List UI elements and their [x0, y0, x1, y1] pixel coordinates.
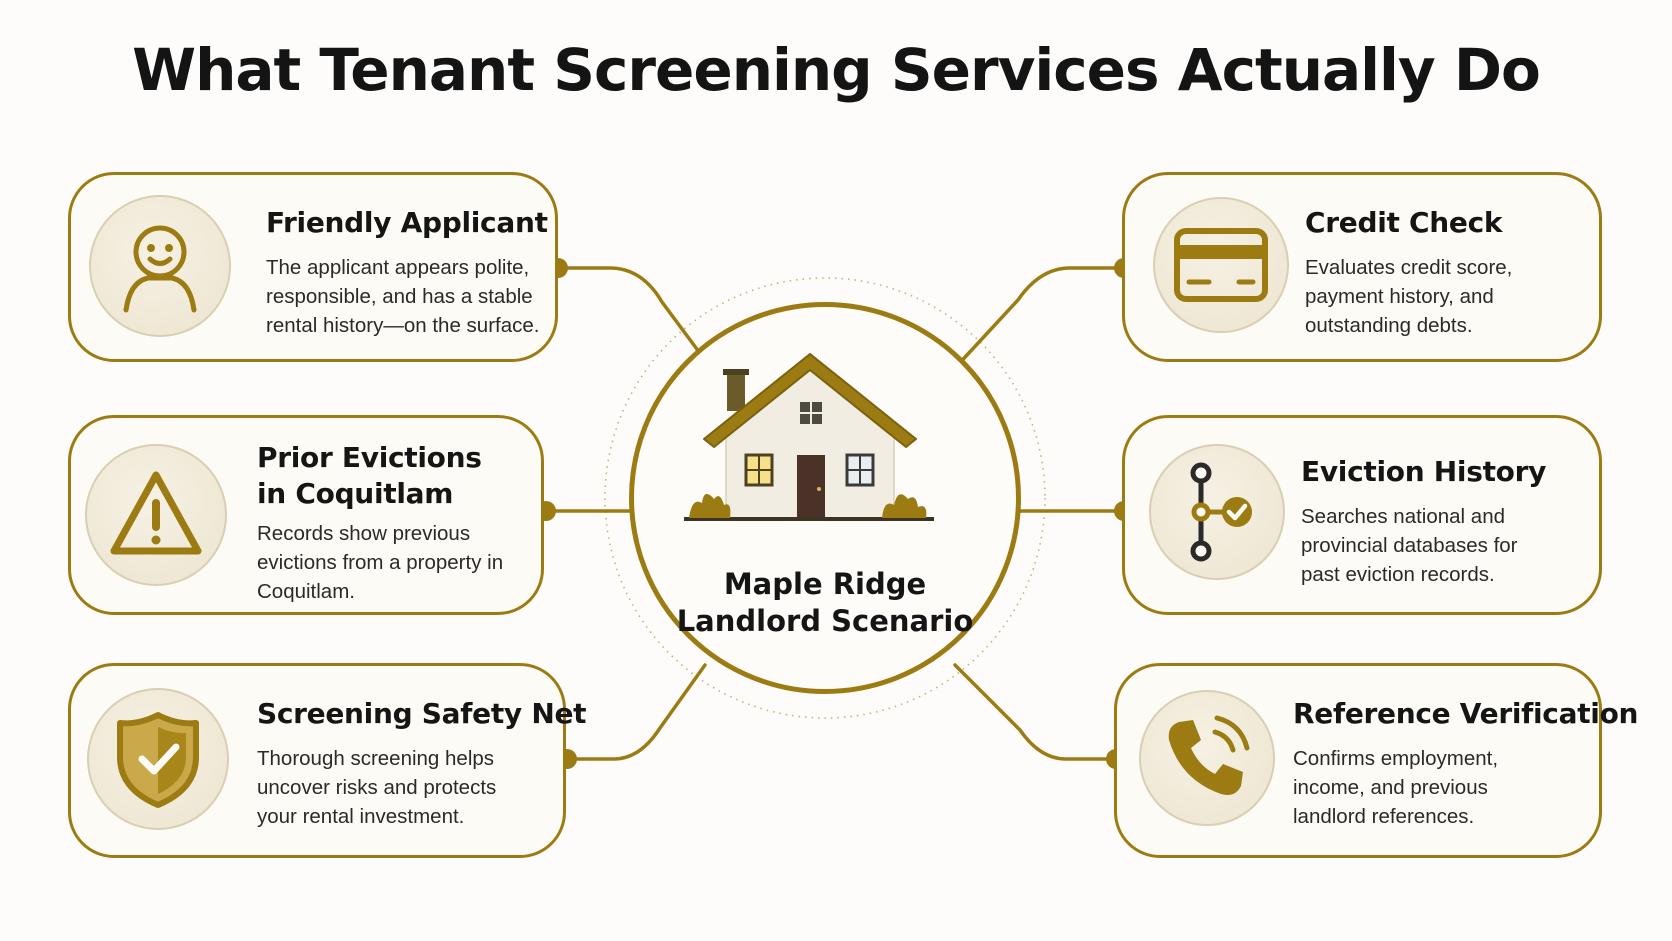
dotted-halo [604, 277, 1046, 719]
card-title: Reference Verification [1293, 697, 1639, 730]
credit-card-icon [1174, 228, 1268, 302]
connector-reference [953, 663, 1118, 761]
phone-icon [1168, 715, 1250, 795]
card-description: Evaluates credit score, payment history,… [1305, 256, 1513, 337]
icon-circle [1149, 444, 1285, 580]
icon-circle [85, 444, 227, 586]
card-title-line1: Prior Evictions [257, 441, 482, 474]
card-prior-evictions: Prior Evictions in Coquitlam Records sho… [68, 415, 544, 615]
card-friendly-applicant: Friendly Applicant The applicant appears… [68, 172, 558, 362]
icon-circle [1139, 690, 1275, 826]
card-reference-verification: Reference Verification Confirms employme… [1114, 663, 1638, 858]
card-title: Credit Check [1305, 206, 1503, 239]
card-screening-safety-net: Screening Safety Net Thorough screening … [68, 663, 587, 858]
center-circle [629, 302, 1021, 694]
shield-check-icon [117, 712, 199, 808]
card-title: Prior Evictions in Coquitlam [257, 440, 482, 512]
warning-icon [110, 471, 202, 555]
card-description: Records show previous evictions from a p… [257, 522, 504, 603]
center-label-line2: Landlord Scenario [676, 604, 974, 638]
connector-credit [953, 266, 1126, 370]
timeline-check-icon [1190, 462, 1252, 562]
card-credit-check: Credit Check Evaluates credit score, pay… [1122, 172, 1602, 362]
card-title: Screening Safety Net [257, 697, 587, 730]
person-icon [123, 225, 197, 313]
center-label: Maple Ridge Landlord Scenario [629, 566, 1021, 640]
card-description: The applicant appears polite, responsibl… [266, 256, 540, 337]
icon-circle [89, 195, 231, 337]
card-description: Searches national and provincial databas… [1301, 505, 1518, 586]
icon-circle [1153, 197, 1289, 333]
page-title: What Tenant Screening Services Actually … [132, 36, 1541, 104]
card-title: Eviction History [1301, 455, 1547, 488]
center-label-line1: Maple Ridge [723, 567, 927, 601]
connector-friendly [551, 266, 707, 362]
house-icon [684, 353, 934, 521]
card-description: Confirms employment, income, and previou… [1293, 747, 1499, 828]
card-title-line2: in Coquitlam [257, 477, 454, 510]
card-eviction-history: Eviction History Searches national and p… [1122, 415, 1602, 615]
connector-safety [562, 663, 707, 761]
card-description: Thorough screening helps uncover risks a… [257, 747, 497, 828]
card-title: Friendly Applicant [266, 206, 548, 239]
icon-circle [87, 688, 229, 830]
